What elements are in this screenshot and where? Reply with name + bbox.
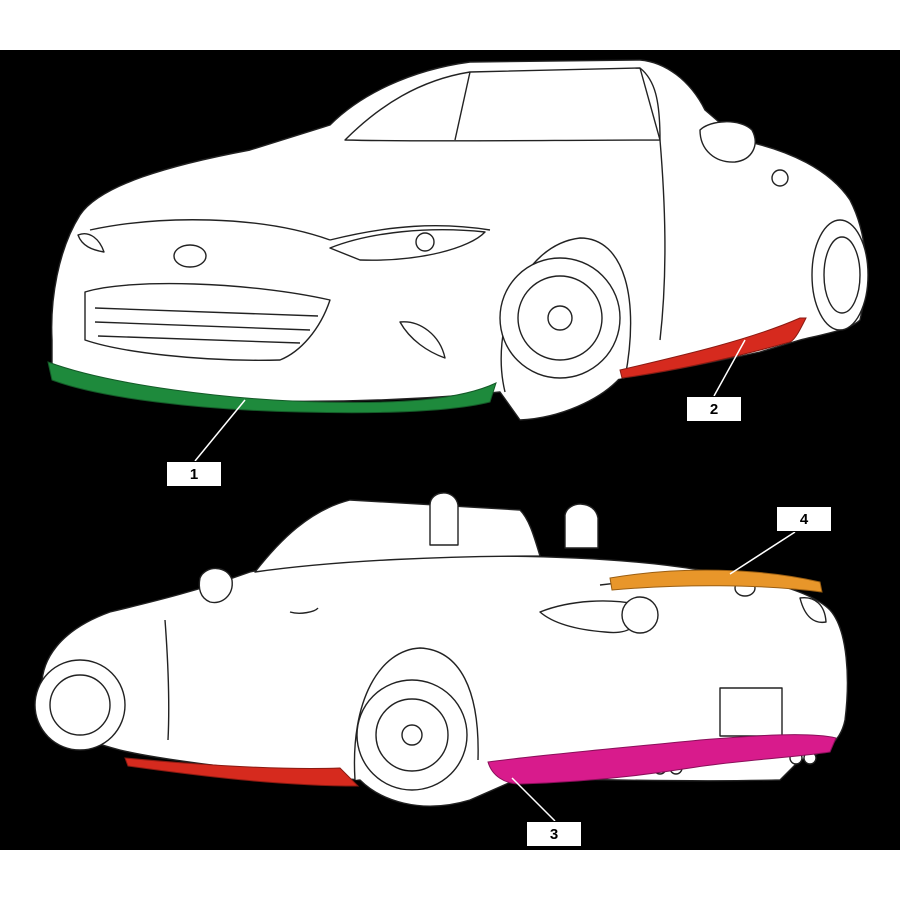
- headrest-left: [429, 492, 459, 546]
- leader-line-2: [713, 339, 746, 397]
- front-logo-emblem: [173, 244, 207, 268]
- front-view-car: [51, 59, 869, 421]
- callout-label-2: 2: [686, 396, 742, 422]
- grille-bar-2: [94, 321, 311, 331]
- front-wheel-hub: [547, 305, 573, 331]
- license-plate: [719, 687, 783, 737]
- rear-side-mirror: [198, 567, 233, 604]
- rear-wheel-rim: [823, 236, 861, 314]
- part-3-rear-diffuser: [487, 734, 837, 785]
- rear-door-line: [164, 619, 170, 741]
- taillight-ring: [621, 596, 659, 634]
- callout-label-4: 4: [776, 506, 832, 532]
- leader-line-3: [511, 777, 556, 822]
- leader-line-4: [729, 531, 796, 575]
- front-grille: [84, 282, 331, 361]
- headlight-left: [77, 233, 105, 253]
- windshield-frame-right: [639, 67, 661, 141]
- front-side-mirror: [699, 121, 756, 163]
- grille-bar-1: [94, 307, 319, 317]
- part-2-side-skirt-rear-view: [124, 757, 360, 787]
- front-fog-vent: [399, 321, 446, 359]
- headlight-right: [329, 229, 486, 261]
- rear-view-car: [34, 492, 849, 807]
- hood-crease: [89, 219, 331, 241]
- part-2-side-skirt-front-view: [619, 317, 807, 379]
- headrest-right: [564, 503, 599, 549]
- headlight-lens: [415, 232, 435, 252]
- front-windshield: [344, 67, 661, 142]
- rear-windshield: [254, 499, 541, 573]
- windshield-frame-left: [454, 71, 471, 141]
- part-4-trunk-spoiler: [609, 569, 823, 593]
- rear-view-rear-hub: [401, 724, 423, 746]
- grille-bar-3: [97, 335, 301, 344]
- front-door-line: [659, 139, 666, 341]
- rear-view-front-rim: [49, 674, 111, 736]
- fuel-cap: [771, 169, 789, 187]
- leader-line-1: [194, 399, 246, 462]
- part-1-front-lip: [47, 361, 497, 414]
- hood-crease-right: [329, 225, 491, 241]
- door-handle: [289, 607, 319, 614]
- callout-label-1: 1: [166, 461, 222, 487]
- callout-label-3: 3: [526, 821, 582, 847]
- taillight-right: [799, 597, 827, 624]
